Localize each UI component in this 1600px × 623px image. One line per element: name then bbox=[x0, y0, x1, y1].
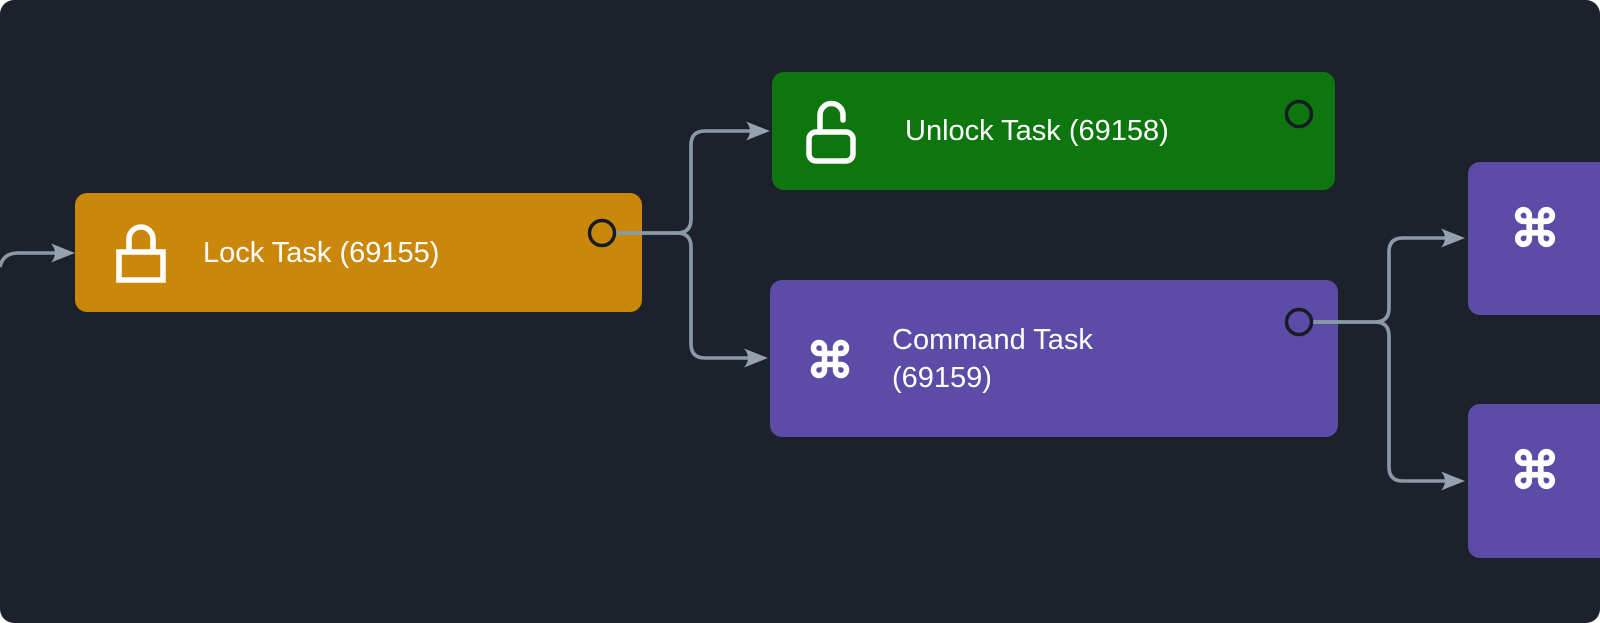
arrowhead-into-lock bbox=[51, 243, 75, 263]
node-command-task-right-bottom[interactable] bbox=[1468, 404, 1600, 558]
output-port-unlock-task[interactable] bbox=[1284, 99, 1314, 129]
command-icon bbox=[1512, 204, 1558, 250]
node-command-task[interactable]: Command Task (69159) bbox=[770, 280, 1338, 437]
node-label-unlock: Unlock Task (69158) bbox=[905, 115, 1169, 147]
node-label-command: Command Task (69159) bbox=[892, 321, 1093, 397]
node-label-command-line1: Command Task bbox=[892, 323, 1093, 356]
node-label-lock: Lock Task (69155) bbox=[203, 236, 440, 269]
unlock-icon bbox=[805, 96, 857, 166]
arrowhead-into-command bbox=[744, 348, 768, 368]
node-unlock-task[interactable]: Unlock Task (69158) bbox=[772, 72, 1335, 190]
arrowhead-into-unlock bbox=[746, 121, 770, 141]
arrowhead-into-right-top bbox=[1441, 228, 1465, 248]
output-port-lock-task[interactable] bbox=[587, 218, 617, 248]
command-icon bbox=[808, 337, 852, 381]
node-label-command-line2: (69159) bbox=[892, 361, 992, 394]
edge-offscreen-to-lock bbox=[0, 251, 56, 268]
output-port-command-task[interactable] bbox=[1284, 307, 1314, 337]
command-icon bbox=[1512, 446, 1558, 492]
lock-icon bbox=[115, 220, 167, 286]
arrowhead-into-right-bottom bbox=[1441, 471, 1465, 491]
node-lock-task[interactable]: Lock Task (69155) bbox=[75, 193, 642, 312]
node-command-task-right-top[interactable] bbox=[1468, 162, 1600, 315]
